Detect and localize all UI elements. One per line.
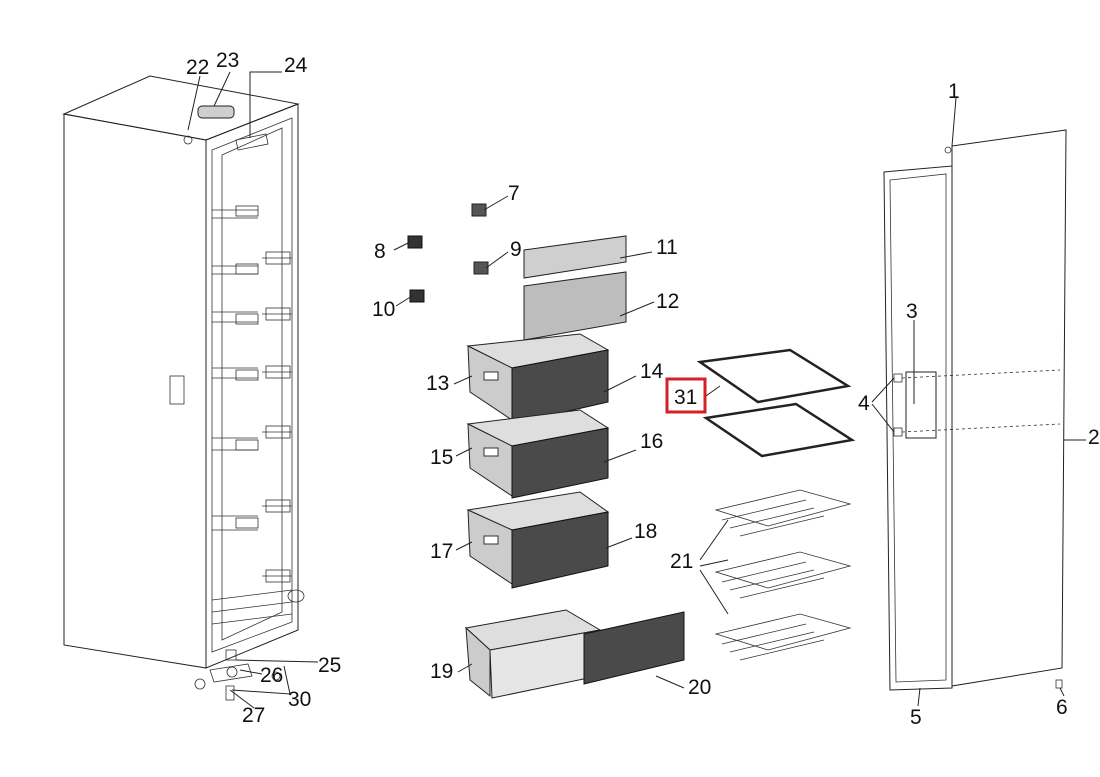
callout-21: 21 [670,550,693,573]
callout-9: 9 [510,238,522,261]
callout-11: 11 [656,236,678,259]
callout-8: 8 [374,240,386,263]
callout-17: 17 [430,540,453,563]
drawer-13-14 [466,333,610,425]
drawer-cover-12 [523,271,627,341]
clip-part-9 [473,261,489,275]
callout-15: 15 [430,446,453,469]
glass-shelf-31 [696,348,856,458]
callout-27: 27 [242,704,265,727]
clip-part-7 [471,203,487,217]
callout-25: 25 [318,654,341,677]
wire-shelves-21 [714,489,852,661]
drawer-front-16 [511,427,609,499]
leader-lines [187,71,1086,709]
callout-6: 6 [1056,696,1068,719]
callout-12: 12 [656,290,679,313]
callout-16: 16 [640,430,663,453]
callout-19: 19 [430,660,453,683]
drawer-front-18 [511,511,609,589]
callout-18: 18 [634,520,657,543]
callout-30: 30 [288,688,311,711]
clip-part-10 [409,289,425,303]
drawer-17-18 [466,491,610,589]
drawer-cover-11 [523,235,627,279]
door-assembly [883,129,1067,691]
drawer-15-16 [466,409,610,499]
callout-24: 24 [284,54,308,77]
drawer-front-20 [583,611,685,685]
callout-26: 26 [260,664,283,687]
drawer-19 [464,609,602,699]
cabinet-feet [194,649,281,701]
callout-23: 23 [216,49,239,72]
callout-1: 1 [948,80,960,103]
callout-22: 22 [186,56,209,79]
drawer-front-14 [511,349,609,425]
callout-4: 4 [858,392,870,415]
callout-14: 14 [640,360,664,383]
callout-10: 10 [372,298,395,321]
shelf-supports [212,205,292,583]
callout-7: 7 [508,182,520,205]
door-handle [905,371,937,439]
clip-part-8 [407,235,423,249]
callout-13: 13 [426,372,449,395]
callout-labels: 22 23 24 7 8 9 10 11 12 13 14 15 16 17 1… [186,49,1100,729]
callout-2: 2 [1088,426,1100,449]
callout-5: 5 [910,706,922,729]
callout-31: 31 [674,386,697,409]
cabinet-body [62,75,305,701]
hinge-cover-part [197,105,235,119]
callout-3: 3 [906,300,918,323]
callout-31-highlight [665,377,707,414]
callout-20: 20 [688,676,711,699]
